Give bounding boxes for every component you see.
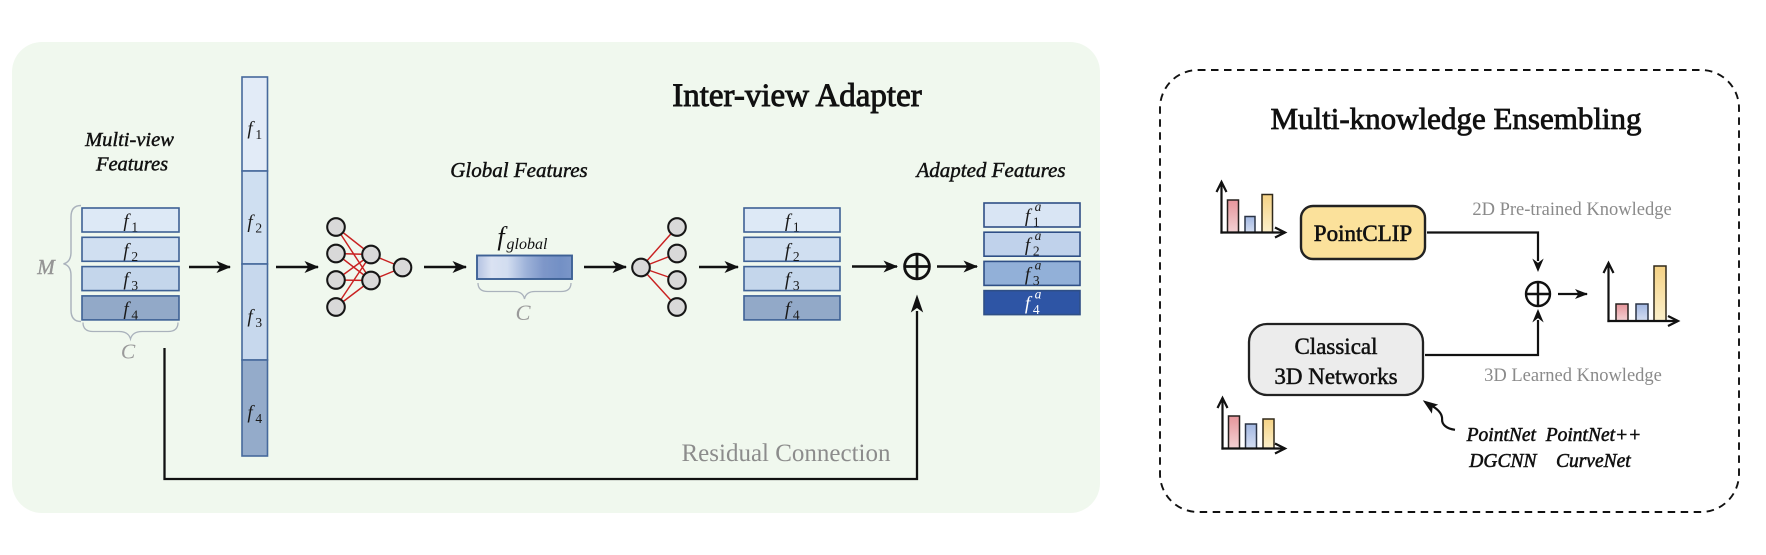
svg-text:PointCLIP: PointCLIP <box>1314 221 1412 246</box>
svg-text:f: f <box>123 211 131 232</box>
svg-text:f: f <box>123 299 131 320</box>
svg-text:3: 3 <box>131 278 138 293</box>
svg-text:4: 4 <box>131 307 138 322</box>
svg-text:f: f <box>247 307 255 328</box>
svg-text:3: 3 <box>793 278 800 293</box>
svg-text:4: 4 <box>255 411 262 426</box>
svg-text:f: f <box>1025 235 1033 256</box>
svg-text:4: 4 <box>1033 302 1040 317</box>
svg-text:f: f <box>123 270 131 291</box>
svg-text:M: M <box>36 255 56 279</box>
svg-text:global: global <box>507 236 548 253</box>
svg-text:Inter-view Adapter: Inter-view Adapter <box>672 78 921 114</box>
svg-text:f: f <box>497 222 508 251</box>
svg-text:PointNet PointNet++: PointNet PointNet++ <box>1466 425 1642 446</box>
svg-text:2: 2 <box>1033 244 1040 259</box>
svg-text:f: f <box>1025 264 1033 285</box>
svg-text:f: f <box>1025 294 1033 315</box>
svg-text:f: f <box>247 403 255 424</box>
svg-text:2: 2 <box>255 221 262 236</box>
svg-text:DGCNN CurveNet: DGCNN CurveNet <box>1468 451 1631 472</box>
svg-text:3D Learned Knowledge: 3D Learned Knowledge <box>1484 366 1662 386</box>
svg-text:1: 1 <box>131 220 138 235</box>
svg-text:C: C <box>121 340 136 364</box>
svg-text:Features: Features <box>95 154 168 176</box>
svg-text:3: 3 <box>255 315 262 330</box>
svg-text:f: f <box>247 119 255 140</box>
svg-text:1: 1 <box>793 220 800 235</box>
svg-text:Residual Connection: Residual Connection <box>682 440 891 467</box>
svg-text:f: f <box>785 270 793 291</box>
svg-text:Global Features: Global Features <box>450 158 587 182</box>
svg-text:a: a <box>1035 228 1042 243</box>
svg-text:Adapted Features: Adapted Features <box>914 158 1065 182</box>
svg-text:2D Pre-trained Knowledge: 2D Pre-trained Knowledge <box>1472 200 1671 220</box>
svg-text:1: 1 <box>1033 215 1040 230</box>
svg-text:f: f <box>123 240 131 261</box>
svg-text:4: 4 <box>793 307 800 322</box>
svg-text:3: 3 <box>1033 273 1040 288</box>
svg-text:a: a <box>1035 257 1042 272</box>
svg-text:f: f <box>785 211 793 232</box>
svg-text:f: f <box>1025 206 1033 227</box>
svg-text:a: a <box>1035 287 1042 302</box>
svg-text:2: 2 <box>131 249 138 264</box>
svg-text:f: f <box>247 212 255 233</box>
svg-text:Classical: Classical <box>1294 334 1377 359</box>
svg-text:Multi-knowledge Ensembling: Multi-knowledge Ensembling <box>1270 101 1641 136</box>
svg-text:C: C <box>515 300 531 325</box>
svg-text:f: f <box>785 299 793 320</box>
svg-text:3D Networks: 3D Networks <box>1274 364 1397 389</box>
svg-text:Multi-view: Multi-view <box>84 129 174 151</box>
svg-text:1: 1 <box>255 127 262 142</box>
svg-text:f: f <box>785 240 793 261</box>
svg-text:a: a <box>1035 199 1042 214</box>
svg-text:2: 2 <box>793 249 800 264</box>
